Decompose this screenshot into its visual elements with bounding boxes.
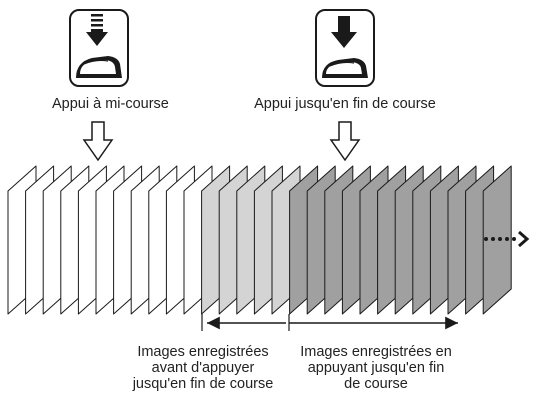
full-press-label: Appui jusqu'en fin de course — [254, 96, 436, 112]
before-caption-line-1: Images enregistrées — [137, 344, 269, 360]
half-press-down-arrow — [82, 121, 114, 162]
before-caption: Images enregistrées avant d'appuyer jusq… — [118, 344, 288, 392]
shutter-half-press-icon — [69, 9, 129, 87]
before-caption-line-3: jusqu'en fin de course — [132, 376, 274, 392]
shutter-full-press-icon — [315, 9, 375, 87]
after-caption-line-1: Images enregistrées en — [300, 344, 452, 360]
frame-sequence — [7, 165, 512, 315]
after-caption-line-3: de course — [344, 376, 408, 392]
before-caption-line-2: avant d'appuyer — [151, 360, 255, 376]
full-press-down-arrow — [329, 121, 361, 162]
half-press-label: Appui à mi-course — [52, 96, 169, 112]
frame-dark-gray — [482, 165, 512, 315]
after-caption-line-2: appuyant jusqu'en fin — [307, 360, 445, 376]
dotted-arrow-right-icon — [484, 230, 530, 248]
after-caption: Images enregistrées en appuyant jusqu'en… — [288, 344, 464, 392]
